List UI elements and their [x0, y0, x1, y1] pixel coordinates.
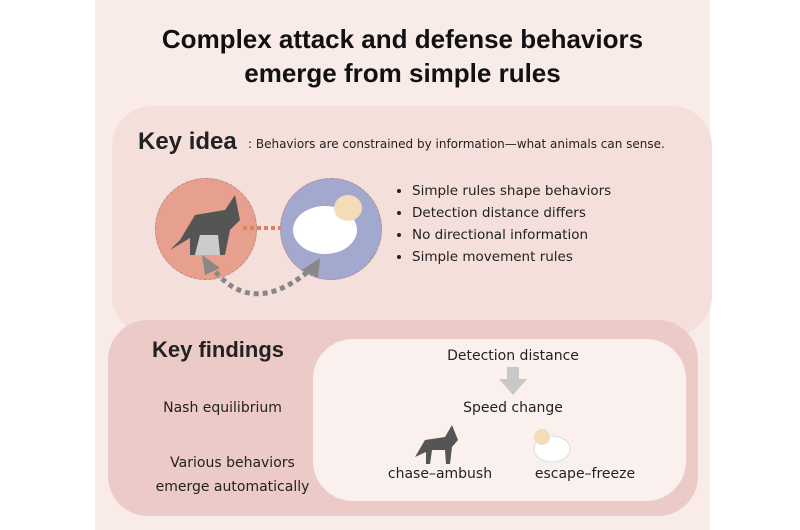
bullet-item: Simple rules shape behaviors: [412, 180, 611, 202]
down-arrow-icon: [499, 367, 527, 395]
sheep-icon: [293, 195, 362, 254]
behaviors-text: Various behaviors: [170, 455, 295, 471]
wolf-icon: [170, 195, 240, 255]
key-idea-subtitle: : Behaviors are constrained by informati…: [248, 137, 665, 151]
speed-change-label: Speed change: [463, 400, 563, 416]
cycle-arrow: [207, 263, 312, 297]
bullet-item: No directional information: [412, 224, 611, 246]
key-idea-bullets: Simple rules shape behaviors Detection d…: [392, 180, 611, 268]
sheep-icon: [533, 429, 571, 463]
animal-illustration: [170, 195, 362, 297]
flow-box: [313, 339, 686, 501]
bullet-item: Simple movement rules: [412, 246, 611, 268]
title-line: Complex attack and defense behaviors: [161, 24, 644, 54]
nash-text: Nash equilibrium: [163, 400, 282, 416]
chase-ambush-label: chase–ambush: [387, 466, 493, 482]
behaviors-text: emerge automatically: [155, 479, 310, 495]
title-line: emerge from simple rules: [244, 58, 561, 88]
wolf-icon: [415, 425, 458, 464]
key-idea-heading: Key idea: [138, 128, 237, 155]
page-title: Complex attack and defense behaviors emer…: [95, 22, 710, 90]
escape-freeze-label: escape–freeze: [534, 466, 636, 482]
key-findings-heading: Key findings: [152, 337, 285, 362]
bullet-item: Detection distance differs: [412, 202, 611, 224]
detection-distance-label: Detection distance: [447, 348, 579, 364]
